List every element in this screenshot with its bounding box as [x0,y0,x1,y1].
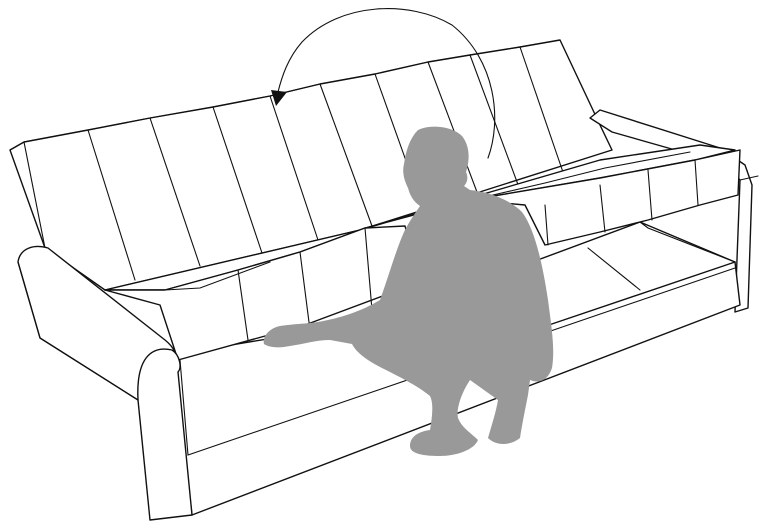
person-silhouette [263,126,554,456]
seat-cushions [104,144,741,361]
backrest [9,39,613,291]
arrowhead-icon [271,90,287,106]
rotation-arrow [271,8,496,159]
left-arm [17,245,193,521]
